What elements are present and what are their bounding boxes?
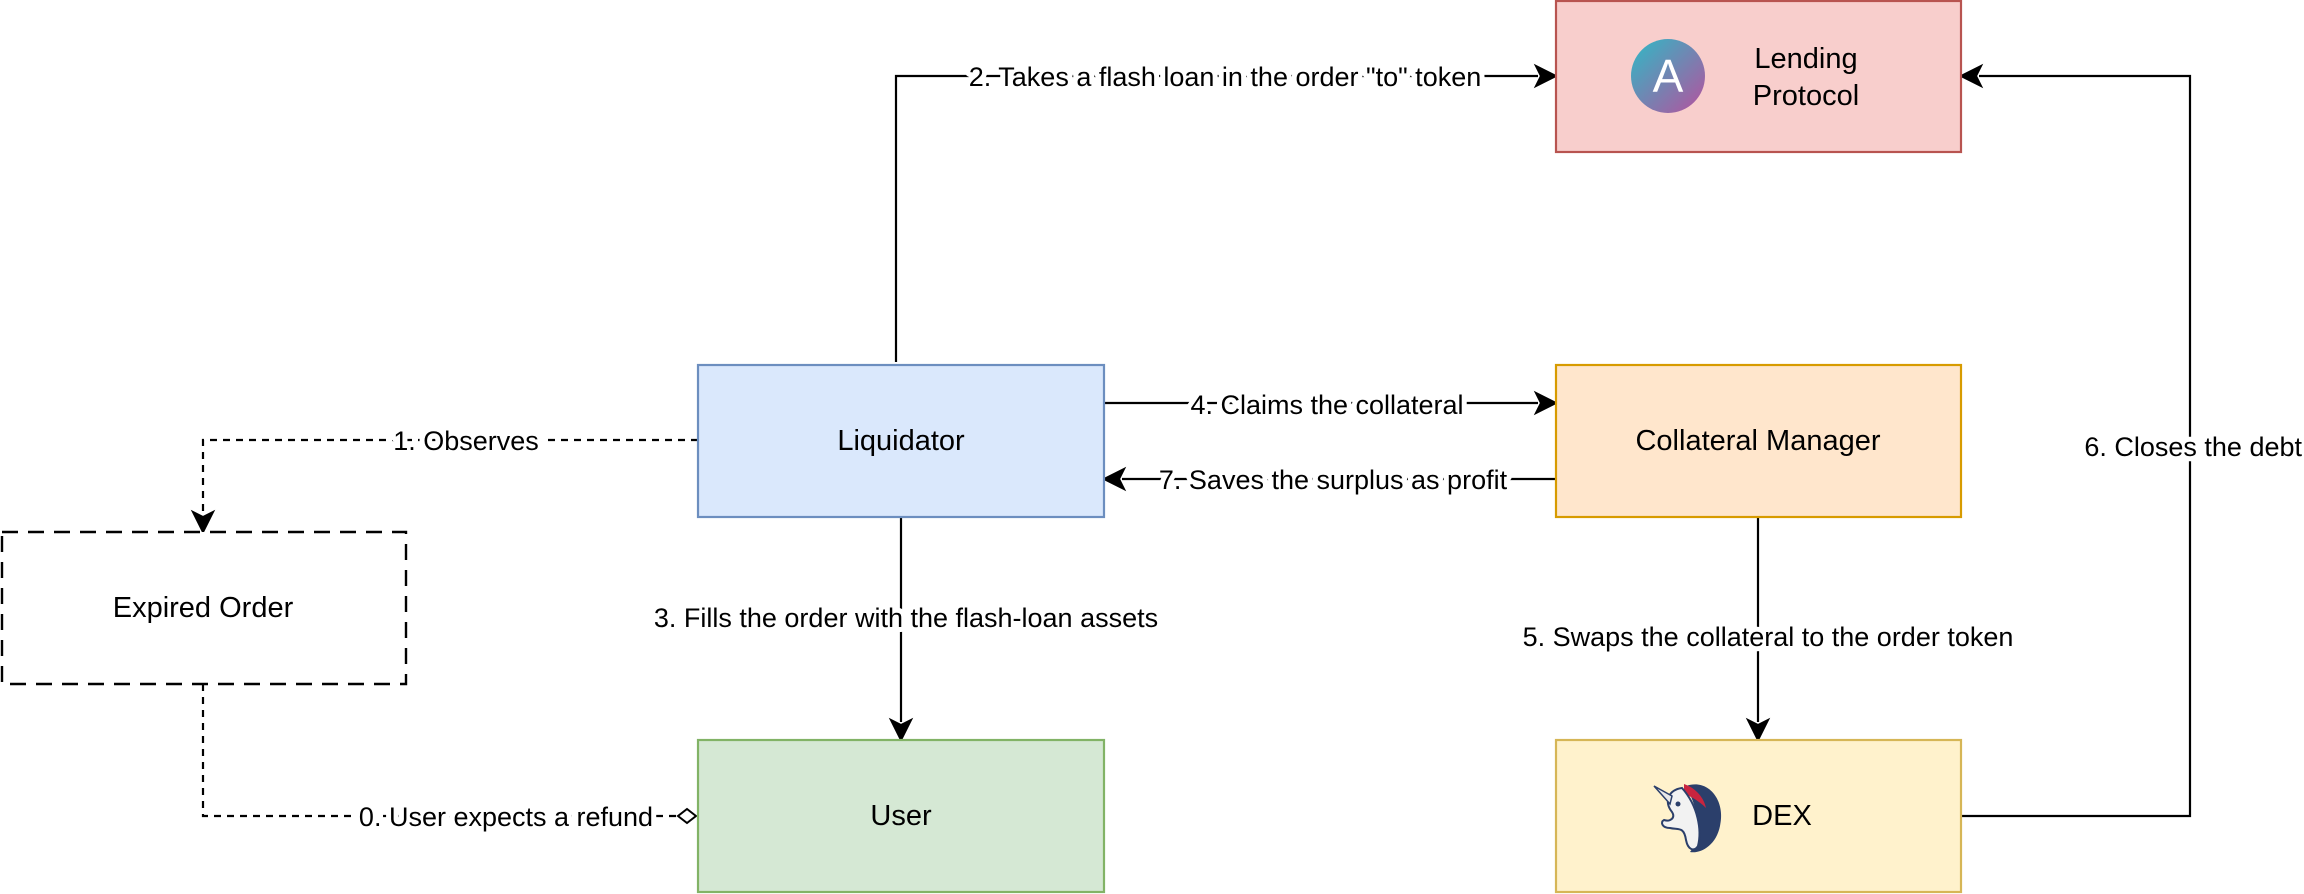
arrowhead-left [1101,466,1127,492]
edge-swaps-collateral [1745,518,1771,743]
node-liquidator[interactable]: Liquidator [696,363,1106,519]
node-lending-protocol[interactable]: A Lending Protocol [1554,0,1963,154]
lending-protocol-label-line2: Protocol [1753,80,1859,112]
edge-observes [190,438,698,535]
uniswap-unicorn-logo-icon [1653,784,1722,853]
liquidator-box [696,363,1106,519]
edge-label-claims-collateral: 4. Claims the collateral [1190,390,1463,420]
arrowhead-down [888,717,914,743]
edge-closes-debt [1958,63,2192,818]
edge-label-saves-surplus: 7. Saves the surplus as profit [1159,465,1508,495]
liquidator-label: Liquidator [837,425,965,457]
arrowhead-left [1958,63,1984,89]
diamond-end-marker [676,807,698,825]
aave-ghost-logo-icon: A [1631,39,1705,113]
lending-protocol-box [1554,0,1963,154]
edge-label-closes-debt: 6. Closes the debt [2084,432,2302,462]
edge-takes-flash-loan [894,63,1559,362]
user-label: User [870,800,932,832]
edge-label-swaps-collateral: 5. Swaps the collateral to the order tok… [1523,622,2014,652]
node-dex[interactable]: DEX [1554,738,1963,894]
arrowhead-right [1533,63,1559,89]
arrowhead-right [1533,390,1559,416]
edge-label-observes: 1. Observes [393,426,539,456]
edge-claims-collateral [1104,390,1559,416]
edge-saves-surplus [1101,466,1556,492]
lending-protocol-label-line1: Lending [1754,43,1857,75]
edge-fills-order [888,518,914,743]
edge-user-expects-refund [201,684,698,825]
aave-logo-glyph: A [1653,50,1684,102]
node-expired-order[interactable]: Expired Order [0,530,408,686]
node-user[interactable]: User [696,738,1106,894]
edge-label-fills-order: 3. Fills the order with the flash-loan a… [654,603,1158,633]
dex-box [1554,738,1963,894]
expired-order-box [0,530,408,686]
user-box [696,738,1106,894]
collateral-manager-box [1554,363,1963,519]
node-collateral-manager[interactable]: Collateral Manager [1554,363,1963,519]
edge-label-takes-flash-loan: 2. Takes a flash loan in the order "to" … [969,62,1482,92]
arrowhead-down [1745,717,1771,743]
dex-label: DEX [1752,800,1812,832]
expired-order-label: Expired Order [113,592,294,624]
edge-label-user-expects-refund: 0. User expects a refund [359,802,653,832]
collateral-manager-label: Collateral Manager [1635,425,1880,457]
arrowhead-down [190,509,216,535]
